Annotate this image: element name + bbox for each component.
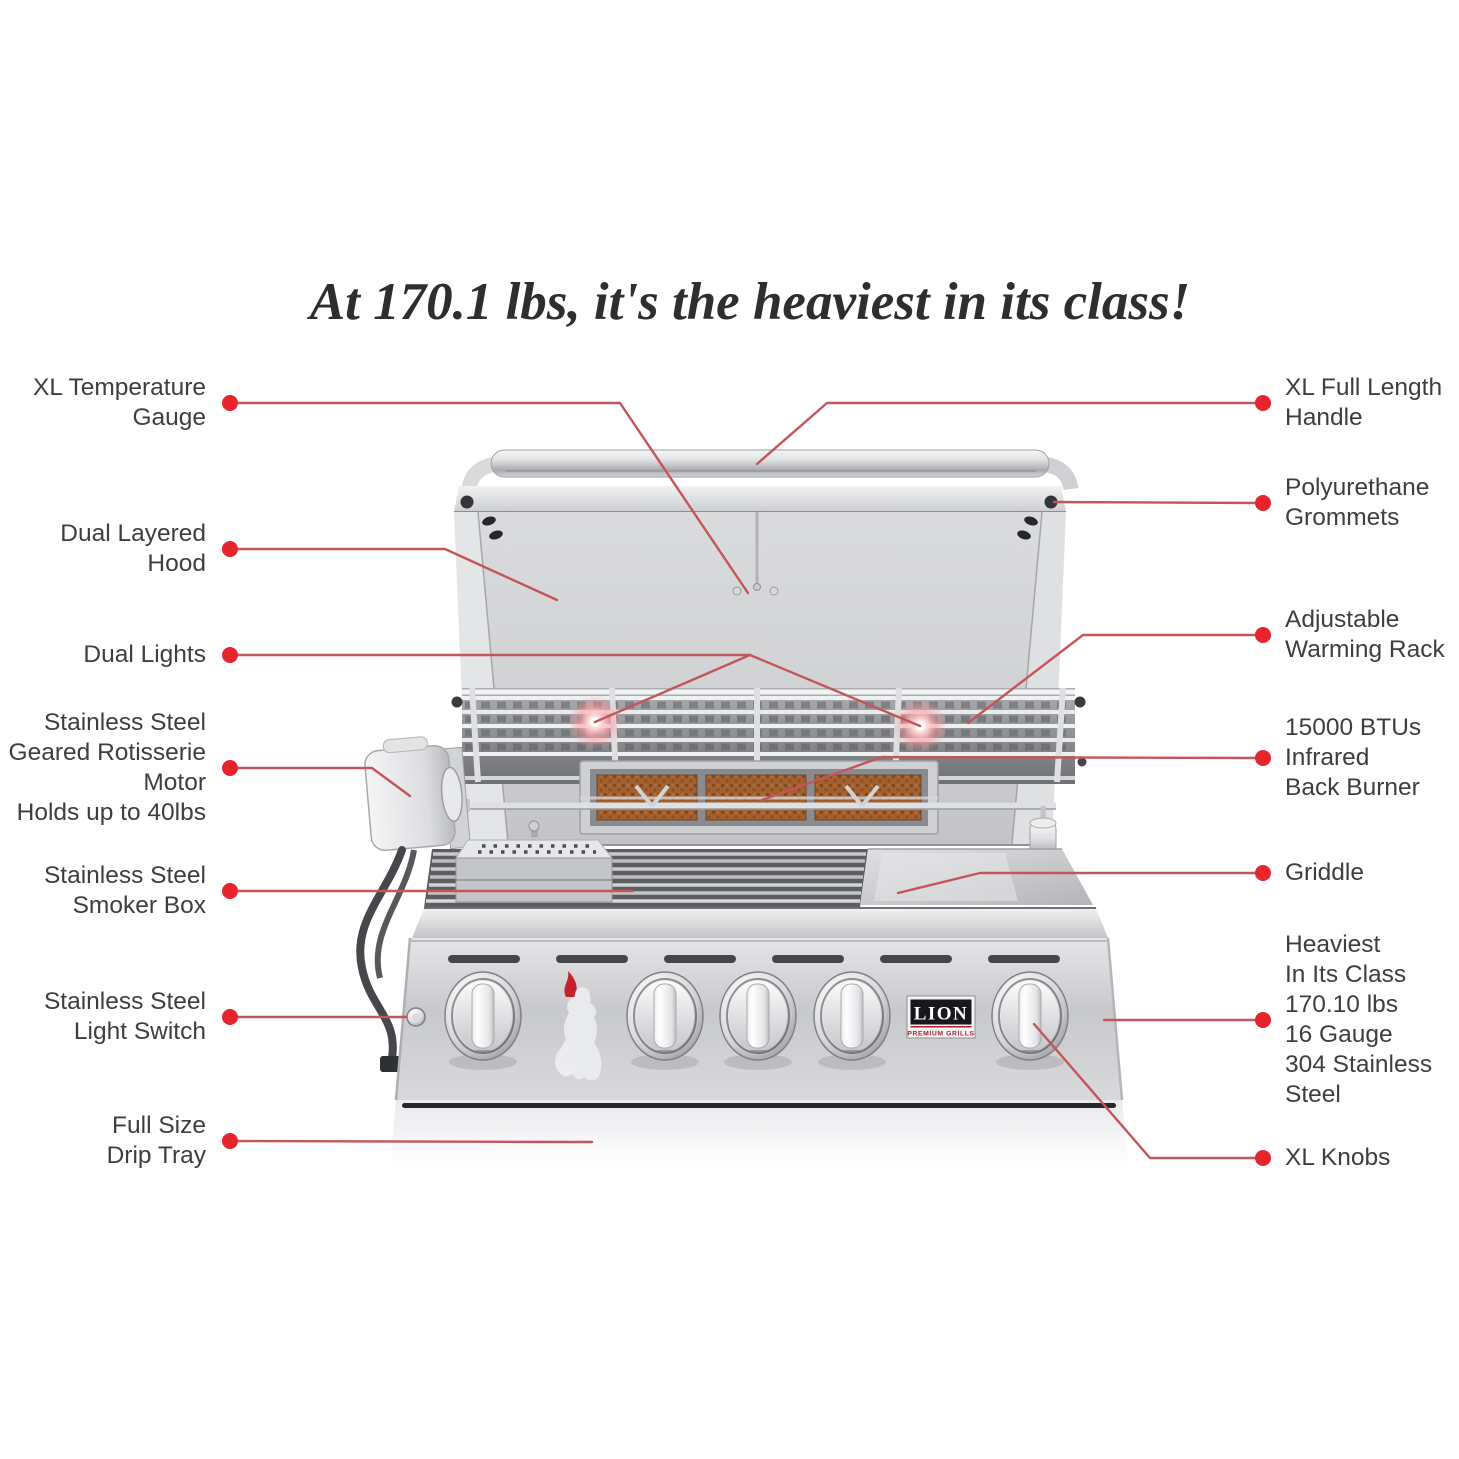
- callout-dot: [1255, 750, 1271, 766]
- knob-2: [626, 971, 704, 1070]
- badge-tagline: PREMIUM GRILLS: [907, 1031, 974, 1038]
- callout-label-grommets: Polyurethane Grommets: [1285, 474, 1430, 531]
- callout-line-xl-knobs: [1032, 1022, 1265, 1160]
- callout-line-rotisserie-motor: [228, 766, 412, 798]
- smoker-box: [455, 820, 614, 903]
- callout-label-dual-layered-hood: Dual Layered Hood: [60, 520, 206, 577]
- callout-line-warming-rack: [966, 633, 1265, 725]
- callout-line-handle: [755, 401, 1265, 466]
- badge-name: LION: [914, 1004, 969, 1025]
- callout-dot: [1255, 495, 1271, 511]
- temperature-gauge-probe: [732, 512, 779, 596]
- cooking-surface: [412, 820, 1108, 938]
- lion-etching: [554, 971, 602, 1081]
- knob-5: [991, 971, 1069, 1070]
- callout-label-drip-tray: Full Size Drip Tray: [106, 1112, 206, 1169]
- hood-handle: [461, 449, 1079, 491]
- callout-lines: [228, 401, 1265, 1160]
- callout-dot: [222, 1009, 238, 1025]
- knob-3: [719, 971, 797, 1070]
- callout-dot: [1255, 627, 1271, 643]
- callout-dot: [222, 883, 238, 899]
- brand-badge: LION PREMIUM GRILLS: [906, 995, 976, 1039]
- callout-dots: [222, 395, 1271, 1166]
- callout-label-xl-knobs: XL Knobs: [1285, 1144, 1391, 1171]
- callout-line-griddle: [896, 871, 1265, 895]
- callout-line-dual-layered-hood: [228, 547, 559, 602]
- callout-label-warming-rack: Adjustable Warming Rack: [1285, 606, 1445, 663]
- callout-dot: [1255, 1012, 1271, 1028]
- callout-label-temperature-gauge: XL Temperature Gauge: [33, 374, 206, 431]
- burner-knobs: [444, 971, 1069, 1070]
- rotisserie-motor: [364, 736, 472, 852]
- drip-tray: [380, 1100, 1150, 1173]
- callout-line-dual-lights-b: [748, 653, 922, 728]
- callout-dot: [222, 760, 238, 776]
- callout-label-smoker-box: Stainless Steel Smoker Box: [43, 862, 206, 919]
- callout-label-dual-lights: Dual Lights: [83, 641, 206, 668]
- control-panel: LION PREMIUM GRILLS: [394, 937, 1124, 1101]
- callout-label-full-length-handle: XL Full Length Handle: [1285, 374, 1443, 431]
- callout-dot: [1255, 395, 1271, 411]
- callout-line-temperature-gauge: [228, 401, 750, 595]
- knob-4: [813, 971, 891, 1070]
- callout-dot: [222, 1133, 238, 1149]
- motor-power-cable: [356, 846, 406, 1062]
- callout-line-grommets: [1052, 500, 1265, 505]
- callout-label-griddle: Griddle: [1285, 859, 1364, 886]
- callout-label-light-switch: Stainless Steel Light Switch: [43, 988, 206, 1045]
- firebox-lip: [412, 908, 1108, 938]
- callout-dot: [222, 395, 238, 411]
- callout-line-back-burner: [760, 755, 1265, 802]
- page-title: At 170.1 lbs, it's the heaviest in its c…: [309, 273, 1191, 331]
- grommet-left: [460, 495, 474, 509]
- callout-label-back-burner: 15000 BTUs Infrared Back Burner: [1285, 714, 1422, 801]
- grommet-right: [1044, 495, 1058, 509]
- panel-vent-slots: [448, 955, 1060, 963]
- callout-dot: [222, 541, 238, 557]
- callout-label-rotisserie-motor: Stainless Steel Geared Rotisserie Motor …: [8, 709, 206, 826]
- callout-dot: [222, 647, 238, 663]
- infrared-back-burner: [579, 760, 939, 835]
- griddle-plate: [860, 848, 1093, 905]
- callout-label-heaviest-in-class: Heaviest In Its Class 170.10 lbs 16 Gaug…: [1285, 931, 1433, 1108]
- callout-dot: [1255, 1150, 1271, 1166]
- flame-icon: [564, 971, 577, 997]
- callout-dot: [1255, 865, 1271, 881]
- knob-1: [444, 971, 522, 1070]
- rotisserie-assembly: [356, 736, 1057, 1072]
- callout-line-drip-tray: [228, 1139, 594, 1144]
- light-switch: [406, 1007, 426, 1027]
